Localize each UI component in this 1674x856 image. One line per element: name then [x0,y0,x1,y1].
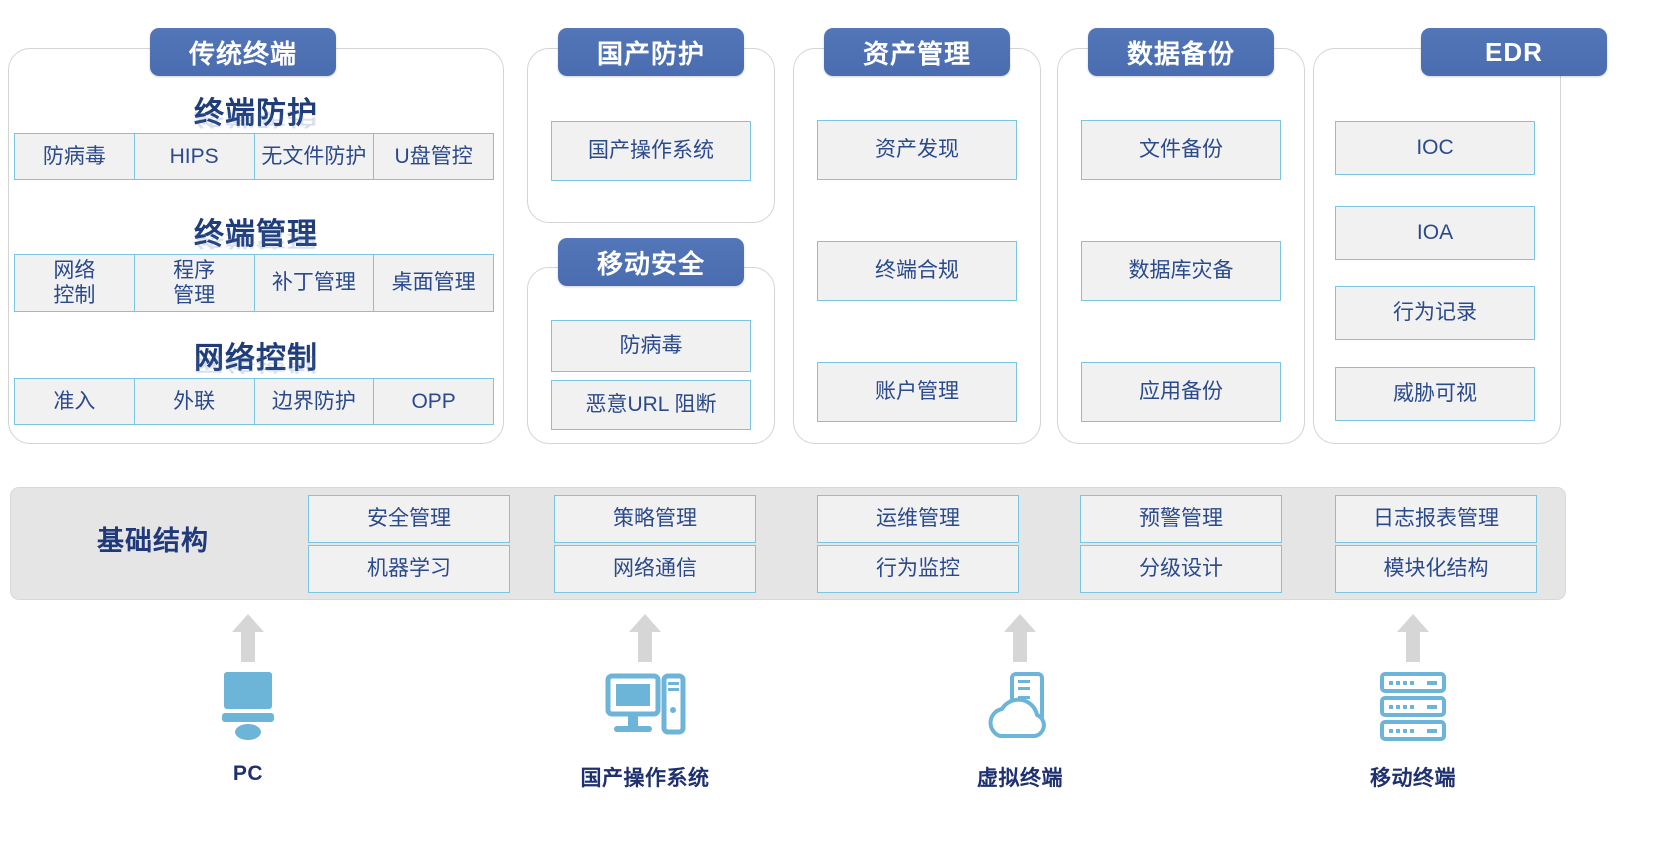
infrastructure-label: 基础结构 [97,526,209,556]
desktop-tower-icon [545,664,745,754]
infrastructure-band [10,487,1566,600]
terminal-label-pc: PC [232,762,264,785]
section-heading-endpoint-management: 终端管理 终端管理 [194,218,318,251]
cell-file-backup[interactable]: 文件备份 [1081,120,1281,180]
cell-antivirus[interactable]: 防病毒 [15,134,135,179]
cell-malicious-url-block[interactable]: 恶意URL 阻断 [551,380,751,430]
cell-hips[interactable]: HIPS [135,134,255,179]
terminal-domestic-os: 国产操作系统 [545,608,745,792]
cell-ioa[interactable]: IOA [1335,206,1535,260]
cell-network-communication[interactable]: 网络通信 [554,545,756,593]
terminal-mobile: 移动终端 [1313,608,1513,792]
panel-title-asset-management: 资产管理 [824,28,1010,76]
cell-log-report-management[interactable]: 日志报表管理 [1335,495,1537,543]
arrow-up-icon-virtual [920,608,1120,664]
cell-alert-management[interactable]: 预警管理 [1080,495,1282,543]
cell-behavior-record[interactable]: 行为记录 [1335,286,1535,340]
cell-policy-management[interactable]: 策略管理 [554,495,756,543]
terminal-virtual: 虚拟终端 [920,608,1120,792]
panel-title-edr: EDR [1421,28,1607,76]
terminal-pc: PC [148,608,348,786]
section-heading-network-control: 网络控制 网络控制 [194,342,318,375]
cell-database-disaster-recovery[interactable]: 数据库灾备 [1081,241,1281,301]
cell-machine-learning[interactable]: 机器学习 [308,545,510,593]
terminal-label-virtual: 虚拟终端 [977,767,1063,790]
cell-opp[interactable]: OPP [411,389,456,413]
cell-asset-discovery[interactable]: 资产发现 [817,120,1017,180]
cell-usb-control[interactable]: U盘管控 [394,144,473,168]
cell-admission[interactable]: 准入 [15,379,135,424]
cell-ioc[interactable]: IOC [1335,121,1535,175]
cell-security-management[interactable]: 安全管理 [308,495,510,543]
cell-program-management[interactable]: 程序 管理 [135,255,255,311]
cell-operations-management[interactable]: 运维管理 [817,495,1019,543]
row-endpoint-protection: 防病毒 HIPS 无文件防护 U盘管控 [14,133,494,180]
panel-title-domestic-protection: 国产防护 [558,28,744,76]
arrow-up-icon-domestic-os [545,608,745,664]
cell-patch-management[interactable]: 补丁管理 [255,255,375,311]
cell-behavior-monitoring[interactable]: 行为监控 [817,545,1019,593]
panel-title-data-backup: 数据备份 [1088,28,1274,76]
cell-external-link[interactable]: 外联 [135,379,255,424]
cell-desktop-management[interactable]: 桌面管理 [391,271,476,295]
terminal-label-mobile: 移动终端 [1370,767,1456,790]
arrow-up-icon-pc [148,608,348,664]
row-endpoint-management: 网络 控制 程序 管理 补丁管理 桌面管理 [14,254,494,312]
cell-mobile-antivirus[interactable]: 防病毒 [551,320,751,372]
cell-endpoint-compliance[interactable]: 终端合规 [817,241,1017,301]
cell-domestic-os[interactable]: 国产操作系统 [551,121,751,181]
panel-title-traditional-endpoint: 传统终端 [150,28,336,76]
cell-boundary-protection[interactable]: 边界防护 [255,379,375,424]
row-network-control: 准入 外联 边界防护 OPP [14,378,494,425]
server-rack-icon [1313,664,1513,754]
cell-application-backup[interactable]: 应用备份 [1081,362,1281,422]
section-heading-endpoint-protection: 终端防护 终端防护 [194,97,318,130]
cell-fileless-protection[interactable]: 无文件防护 [255,134,375,179]
cell-modular-structure[interactable]: 模块化结构 [1335,545,1537,593]
panel-title-mobile-security: 移动安全 [558,238,744,286]
cell-threat-visibility[interactable]: 威胁可视 [1335,367,1535,421]
cell-tiered-design[interactable]: 分级设计 [1080,545,1282,593]
cell-account-management[interactable]: 账户管理 [817,362,1017,422]
desktop-monitor-icon [148,664,348,754]
cell-network-control[interactable]: 网络 控制 [15,255,135,311]
arrow-up-icon-mobile [1313,608,1513,664]
cloud-server-icon [920,664,1120,754]
terminal-label-domestic-os: 国产操作系统 [580,767,710,790]
